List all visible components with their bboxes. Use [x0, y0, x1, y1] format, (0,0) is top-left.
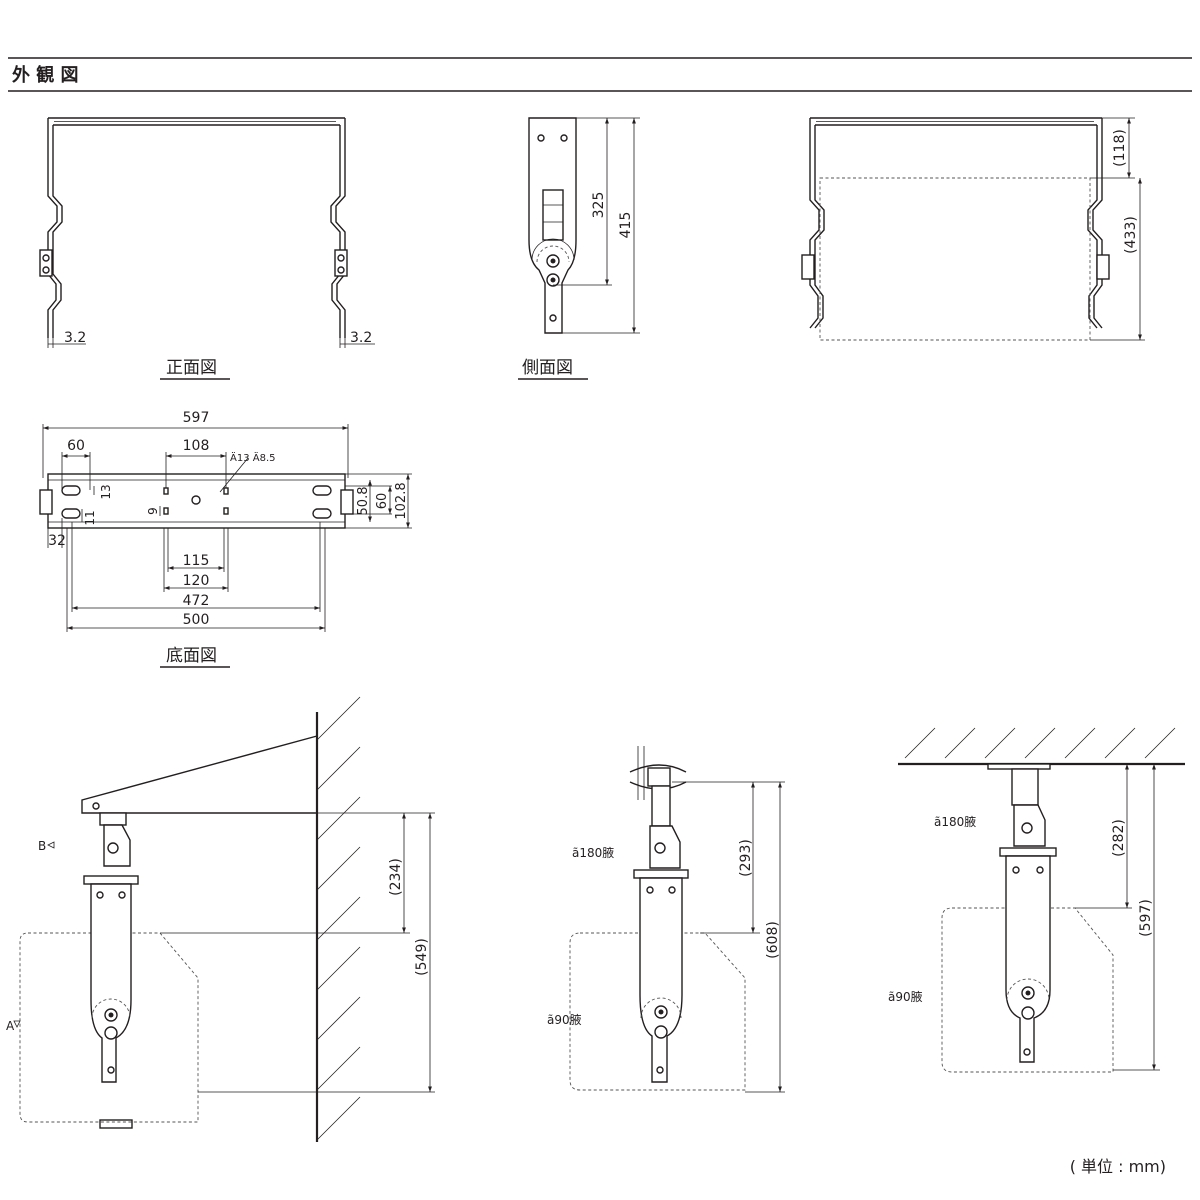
- dim-bottom-120: 120: [183, 573, 210, 589]
- label-wall-b: B: [38, 839, 46, 853]
- dim-bottom-50-8: 50.8: [356, 487, 371, 516]
- dim-bottom-115: 115: [183, 553, 210, 569]
- header: 外 観 図: [8, 57, 1192, 92]
- dim-bottom-597: 597: [183, 410, 210, 426]
- dim-side-415: 415: [618, 212, 634, 239]
- dim-right-118: (118): [1112, 129, 1128, 167]
- wall-mount-view: B A (234) (549): [6, 696, 435, 1142]
- caption-bottom-view: 底面図: [166, 646, 217, 666]
- front-view: 3.2 3.2 正面図: [39, 117, 375, 380]
- label-pipe-90: ã90腋: [547, 1012, 582, 1027]
- dim-bottom-108: 108: [183, 438, 210, 454]
- dim-pipe-293: (293): [738, 839, 754, 877]
- dim-bottom-60-right: 60: [375, 493, 390, 510]
- dim-ceiling-597: (597): [1138, 899, 1154, 937]
- dim-bottom-60-top: 60: [67, 438, 85, 454]
- ceiling-mount-view: ã180腋 ã90腋 (282) (597): [888, 727, 1185, 1073]
- unit-note: ( 単位 : mm): [1070, 1157, 1166, 1176]
- dim-wall-234: (234): [388, 858, 404, 896]
- dim-bottom-13: 13: [99, 484, 113, 499]
- dim-wall-549: (549): [414, 938, 430, 976]
- caption-side-view: 側面図: [522, 358, 573, 378]
- label-ceiling-180: ã180腋: [934, 814, 976, 829]
- page-title: 外 観 図: [12, 64, 79, 86]
- dim-thickness-right: 3.2: [350, 330, 372, 346]
- assembled-front-view: (118) (433): [801, 117, 1145, 341]
- label-ceiling-90: ã90腋: [888, 989, 923, 1004]
- dim-bottom-102-8: 102.8: [394, 482, 409, 519]
- dim-bottom-500: 500: [183, 612, 210, 628]
- dim-bottom-holes: Ä13 Ä8.5: [230, 451, 276, 464]
- dim-bottom-9: 9: [146, 507, 160, 515]
- pipe-mount-view: ã180腋 ã90腋 (293) (608): [547, 746, 785, 1093]
- bottom-view: 597 60 108 Ä13 Ä8.5 13 9 11 32 50.8 60 1…: [39, 410, 412, 668]
- dim-bottom-472: 472: [183, 593, 210, 609]
- dim-bottom-32: 32: [48, 533, 66, 549]
- dim-thickness-left: 3.2: [64, 330, 86, 346]
- dim-pipe-608: (608): [765, 921, 781, 959]
- dim-right-433: (433): [1123, 216, 1139, 254]
- dim-bottom-11: 11: [83, 510, 97, 525]
- dim-side-325: 325: [591, 192, 607, 219]
- label-wall-a: A: [6, 1019, 15, 1033]
- dim-ceiling-282: (282): [1111, 819, 1127, 857]
- caption-front-view: 正面図: [166, 358, 217, 378]
- side-view: 325 415 側面図: [518, 117, 640, 380]
- label-pipe-180: ã180腋: [572, 845, 614, 860]
